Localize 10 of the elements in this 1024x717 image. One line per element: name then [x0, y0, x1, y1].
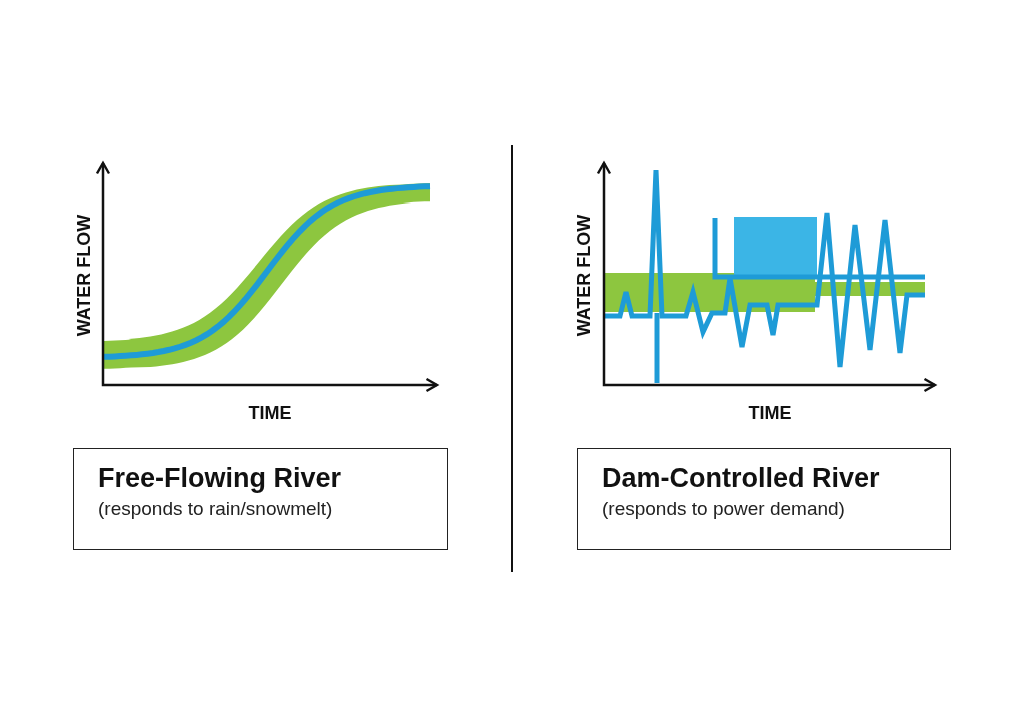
- axis-label: TIME: [748, 402, 792, 424]
- box-subtitle: (responds to rain/snowmelt): [98, 498, 333, 520]
- axis-label: TIME: [248, 402, 292, 424]
- axis-label: WATER FLOW: [574, 214, 596, 336]
- caption-box: [73, 448, 448, 550]
- box-heading: Dam-Controlled River: [602, 463, 880, 494]
- axis-label: WATER FLOW: [74, 214, 96, 336]
- caption-box: [577, 448, 951, 550]
- box-heading: Free-Flowing River: [98, 463, 342, 494]
- box-subtitle: (responds to power demand): [602, 498, 845, 520]
